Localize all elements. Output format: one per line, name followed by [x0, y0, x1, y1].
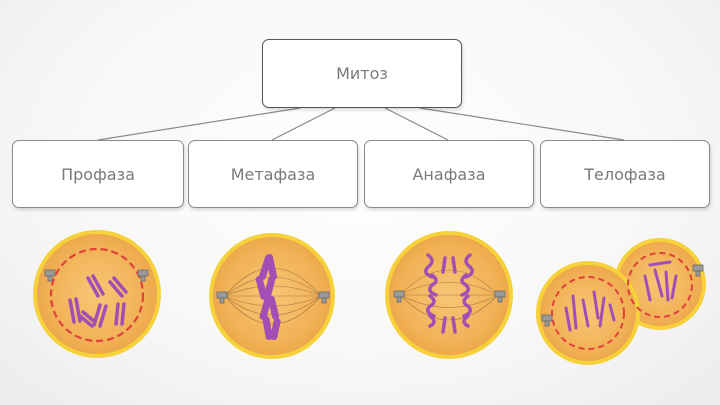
- mitosis-title: Митоз: [336, 64, 388, 83]
- phase-box-telophase: Телофаза: [540, 140, 710, 208]
- phase-box-anaphase: Анафаза: [364, 140, 534, 208]
- phase-box-prophase: Профаза: [12, 140, 184, 208]
- phase-label-telophase: Телофаза: [584, 164, 666, 184]
- phase-label-prophase: Профаза: [61, 164, 135, 184]
- phase-label-metaphase: Метафаза: [230, 164, 316, 184]
- mitosis-title-box: Митоз: [262, 39, 462, 108]
- anaphase-cell: [385, 231, 513, 359]
- prophase-cell: [33, 230, 161, 358]
- phase-box-metaphase: Метафаза: [188, 140, 358, 208]
- phase-label-anaphase: Анафаза: [412, 164, 486, 184]
- metaphase-cell: [209, 233, 335, 359]
- telophase-cells: [536, 238, 706, 365]
